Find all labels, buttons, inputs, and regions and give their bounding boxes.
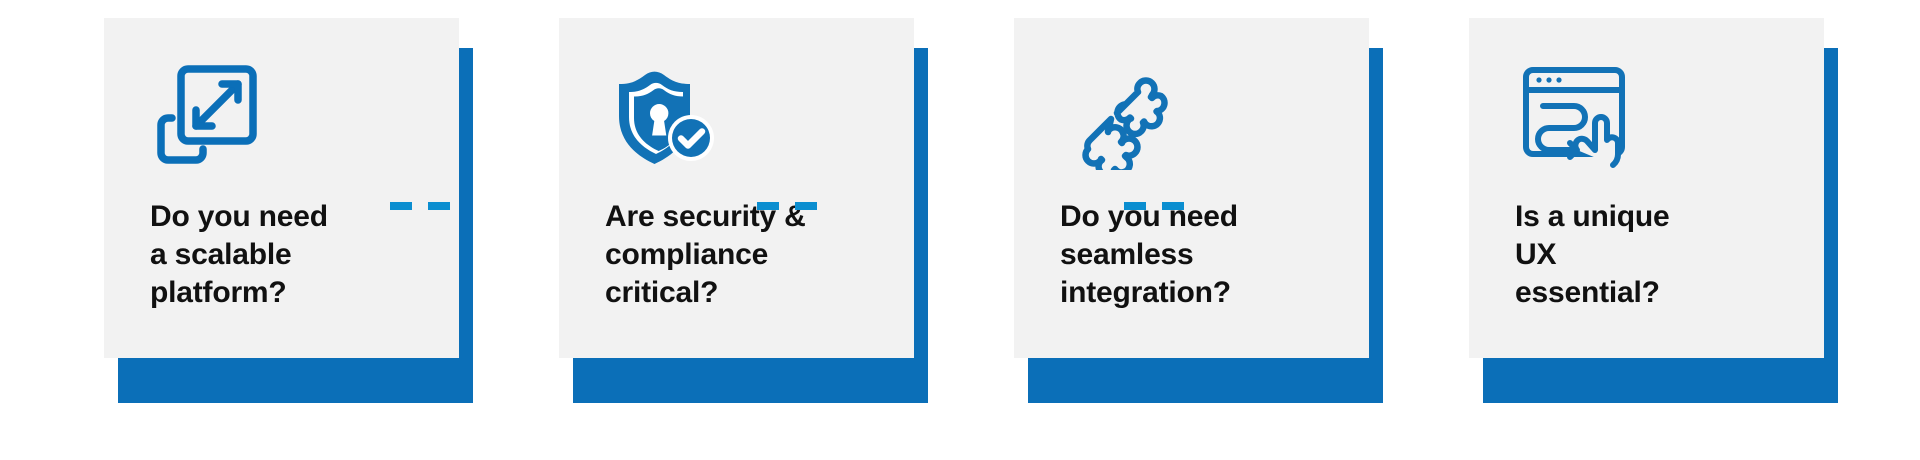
card-title: Do you need seamless integration? (1060, 200, 1238, 310)
card-title: Do you need a scalable platform? (150, 200, 328, 310)
puzzle-pieces-icon (1060, 60, 1180, 170)
card-unique-ux[interactable]: Is a unique UX essential? (1469, 18, 1824, 358)
card-scalable-platform[interactable]: Do you need a scalable platform? (104, 18, 459, 358)
resize-scale-icon (150, 60, 270, 170)
shield-lock-check-icon (605, 60, 725, 170)
card-slot-4: Is a unique UX essential? (1453, 0, 1908, 460)
connector-3 (1124, 202, 1192, 210)
browser-cursor-path-icon (1515, 60, 1635, 170)
card-slot-3: Do you need seamless integration? (998, 0, 1453, 460)
card-seamless-integration[interactable]: Do you need seamless integration? (1014, 18, 1369, 358)
connector-1 (390, 202, 458, 210)
card-title: Is a unique UX essential? (1515, 200, 1670, 310)
connector-2 (757, 202, 825, 210)
card-security-compliance[interactable]: Are security & compliance critical? (559, 18, 914, 358)
card-title: Are security & compliance critical? (605, 200, 806, 310)
card-slot-2: Are security & compliance critical? (543, 0, 998, 460)
card-slot-1: Do you need a scalable platform? (88, 0, 543, 460)
